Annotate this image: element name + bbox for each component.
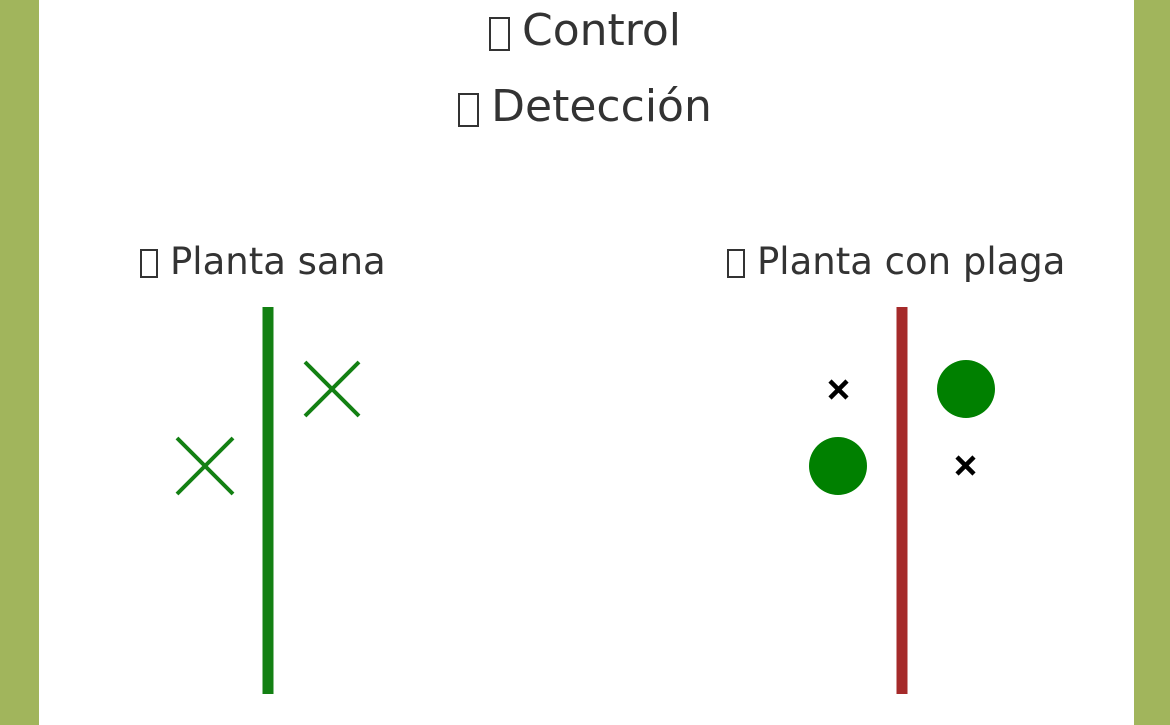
infested-plant-heading: Planta con plaga bbox=[727, 240, 1065, 284]
healthy-plant-heading: Planta sana bbox=[140, 240, 386, 284]
healthy-plant-cross-marker-upper bbox=[303, 360, 361, 418]
pest-dot-marker-upper bbox=[937, 360, 995, 418]
pest-x-marker-lower bbox=[955, 455, 976, 476]
control-heading: Control bbox=[0, 6, 1170, 56]
detection-label: Detección bbox=[491, 81, 712, 132]
infested-plant-glyph-icon bbox=[727, 249, 745, 278]
diagram-canvas bbox=[39, 0, 1134, 725]
pest-dot-marker-lower bbox=[809, 437, 867, 495]
control-label: Control bbox=[521, 5, 682, 56]
infested-plant-label: Planta con plaga bbox=[757, 240, 1066, 283]
healthy-plant-cross-marker-lower bbox=[175, 436, 235, 496]
detection-glyph-icon bbox=[458, 93, 480, 127]
left-border bbox=[0, 0, 39, 725]
detection-heading: Detección bbox=[0, 82, 1170, 132]
control-glyph-icon bbox=[488, 17, 510, 51]
right-border bbox=[1134, 0, 1170, 725]
healthy-plant-label: Planta sana bbox=[170, 240, 386, 283]
pest-x-marker-upper bbox=[828, 379, 849, 400]
healthy-plant-glyph-icon bbox=[140, 249, 158, 278]
